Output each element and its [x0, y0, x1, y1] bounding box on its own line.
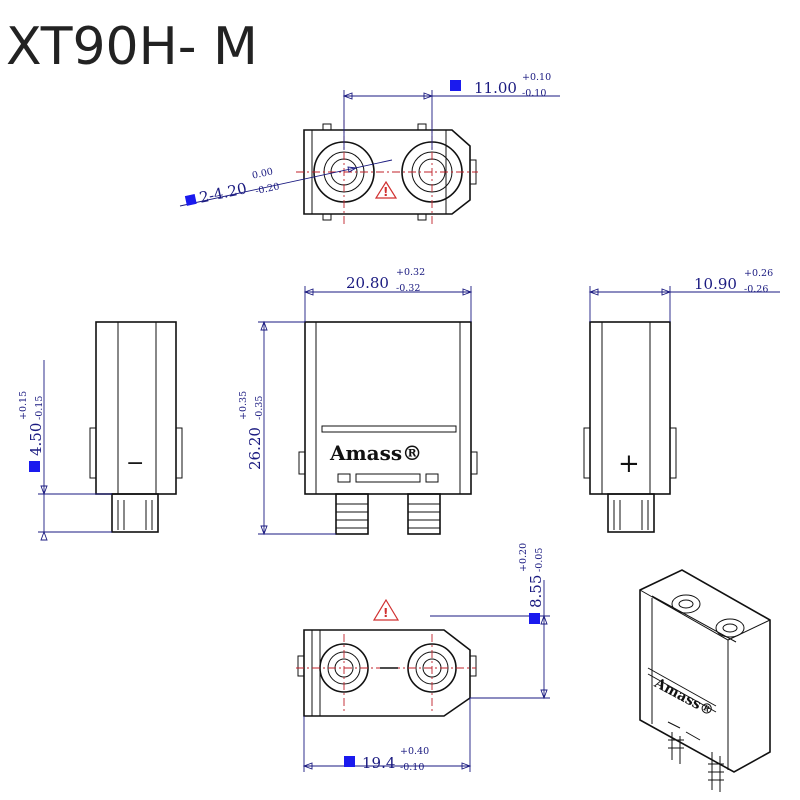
- hole-diameter-tol-lower: -0.20: [254, 181, 280, 197]
- side-width-value: 10.90: [694, 275, 737, 293]
- side-width-tol-lower: -0.26: [744, 284, 768, 295]
- dimension-pin-length: 4.50 +0.15 -0.15: [18, 360, 112, 541]
- warning-symbol: !: [383, 185, 388, 199]
- brand-label: Amass®: [329, 441, 422, 465]
- front-height-value: 26.20: [246, 427, 264, 470]
- pin-length-tol-lower: -0.15: [34, 396, 45, 420]
- bottom-depth-tol-upper: +0.20: [518, 543, 529, 572]
- bottom-width-tol-lower: -0.10: [400, 762, 424, 773]
- front-height-tol-upper: +0.35: [238, 391, 249, 420]
- hole-diameter-value: 2-4.20: [198, 179, 249, 207]
- dimension-marker: [29, 461, 40, 472]
- bottom-depth-tol-lower: -0.05: [534, 548, 545, 572]
- dimension-front-width: 20.80 +0.32 -0.32: [303, 267, 473, 322]
- front-height-tol-lower: -0.35: [254, 396, 265, 420]
- left-side-view: −: [89, 321, 183, 533]
- dimension-marker: [184, 193, 197, 206]
- bottom-width-value: 19.4: [362, 754, 395, 772]
- front-view: Amass®: [298, 321, 478, 535]
- bottom-view: !: [296, 598, 477, 717]
- side-width-tol-upper: +0.26: [744, 268, 773, 279]
- bottom-depth-value: 8.55: [527, 575, 545, 608]
- page-title: XT90H- M: [6, 17, 258, 77]
- positive-sign: +: [618, 449, 640, 479]
- top-pitch-value: 11.00: [474, 79, 517, 97]
- isometric-view: Amass®: [639, 569, 771, 792]
- dimension-side-width: 10.90 +0.26 -0.26: [588, 268, 780, 322]
- dimension-front-height: 26.20 +0.35 -0.35: [238, 320, 336, 536]
- hole-diameter-tol-upper: 0.00: [251, 166, 274, 181]
- dimension-hole-diameter: 2-4.20 0.00 -0.20: [179, 159, 393, 207]
- dimension-marker: [450, 80, 461, 91]
- front-width-tol-upper: +0.32: [396, 267, 425, 278]
- warning-symbol-bottom: !: [383, 606, 388, 620]
- front-width-tol-lower: -0.32: [396, 283, 420, 294]
- pin-length-tol-upper: +0.15: [18, 391, 29, 420]
- dimension-marker: [529, 613, 540, 624]
- right-side-view: +: [583, 321, 677, 533]
- top-pitch-tol-lower: -0.10: [522, 88, 546, 99]
- bottom-width-tol-upper: +0.40: [400, 746, 429, 757]
- dimension-bottom-width: 19.4 +0.40 -0.10: [302, 698, 472, 773]
- dimension-marker: [344, 756, 355, 767]
- top-pitch-tol-upper: +0.10: [522, 72, 551, 83]
- top-view: !: [296, 120, 478, 224]
- negative-sign: −: [126, 451, 144, 476]
- brand-label-iso: Amass®: [651, 675, 716, 720]
- pin-length-value: 4.50: [27, 423, 45, 456]
- dimension-bottom-depth: 8.55 +0.20 -0.05: [430, 543, 550, 700]
- dimension-top-pitch: 11.00 +0.10 -0.10: [342, 72, 560, 150]
- front-width-value: 20.80: [346, 274, 389, 292]
